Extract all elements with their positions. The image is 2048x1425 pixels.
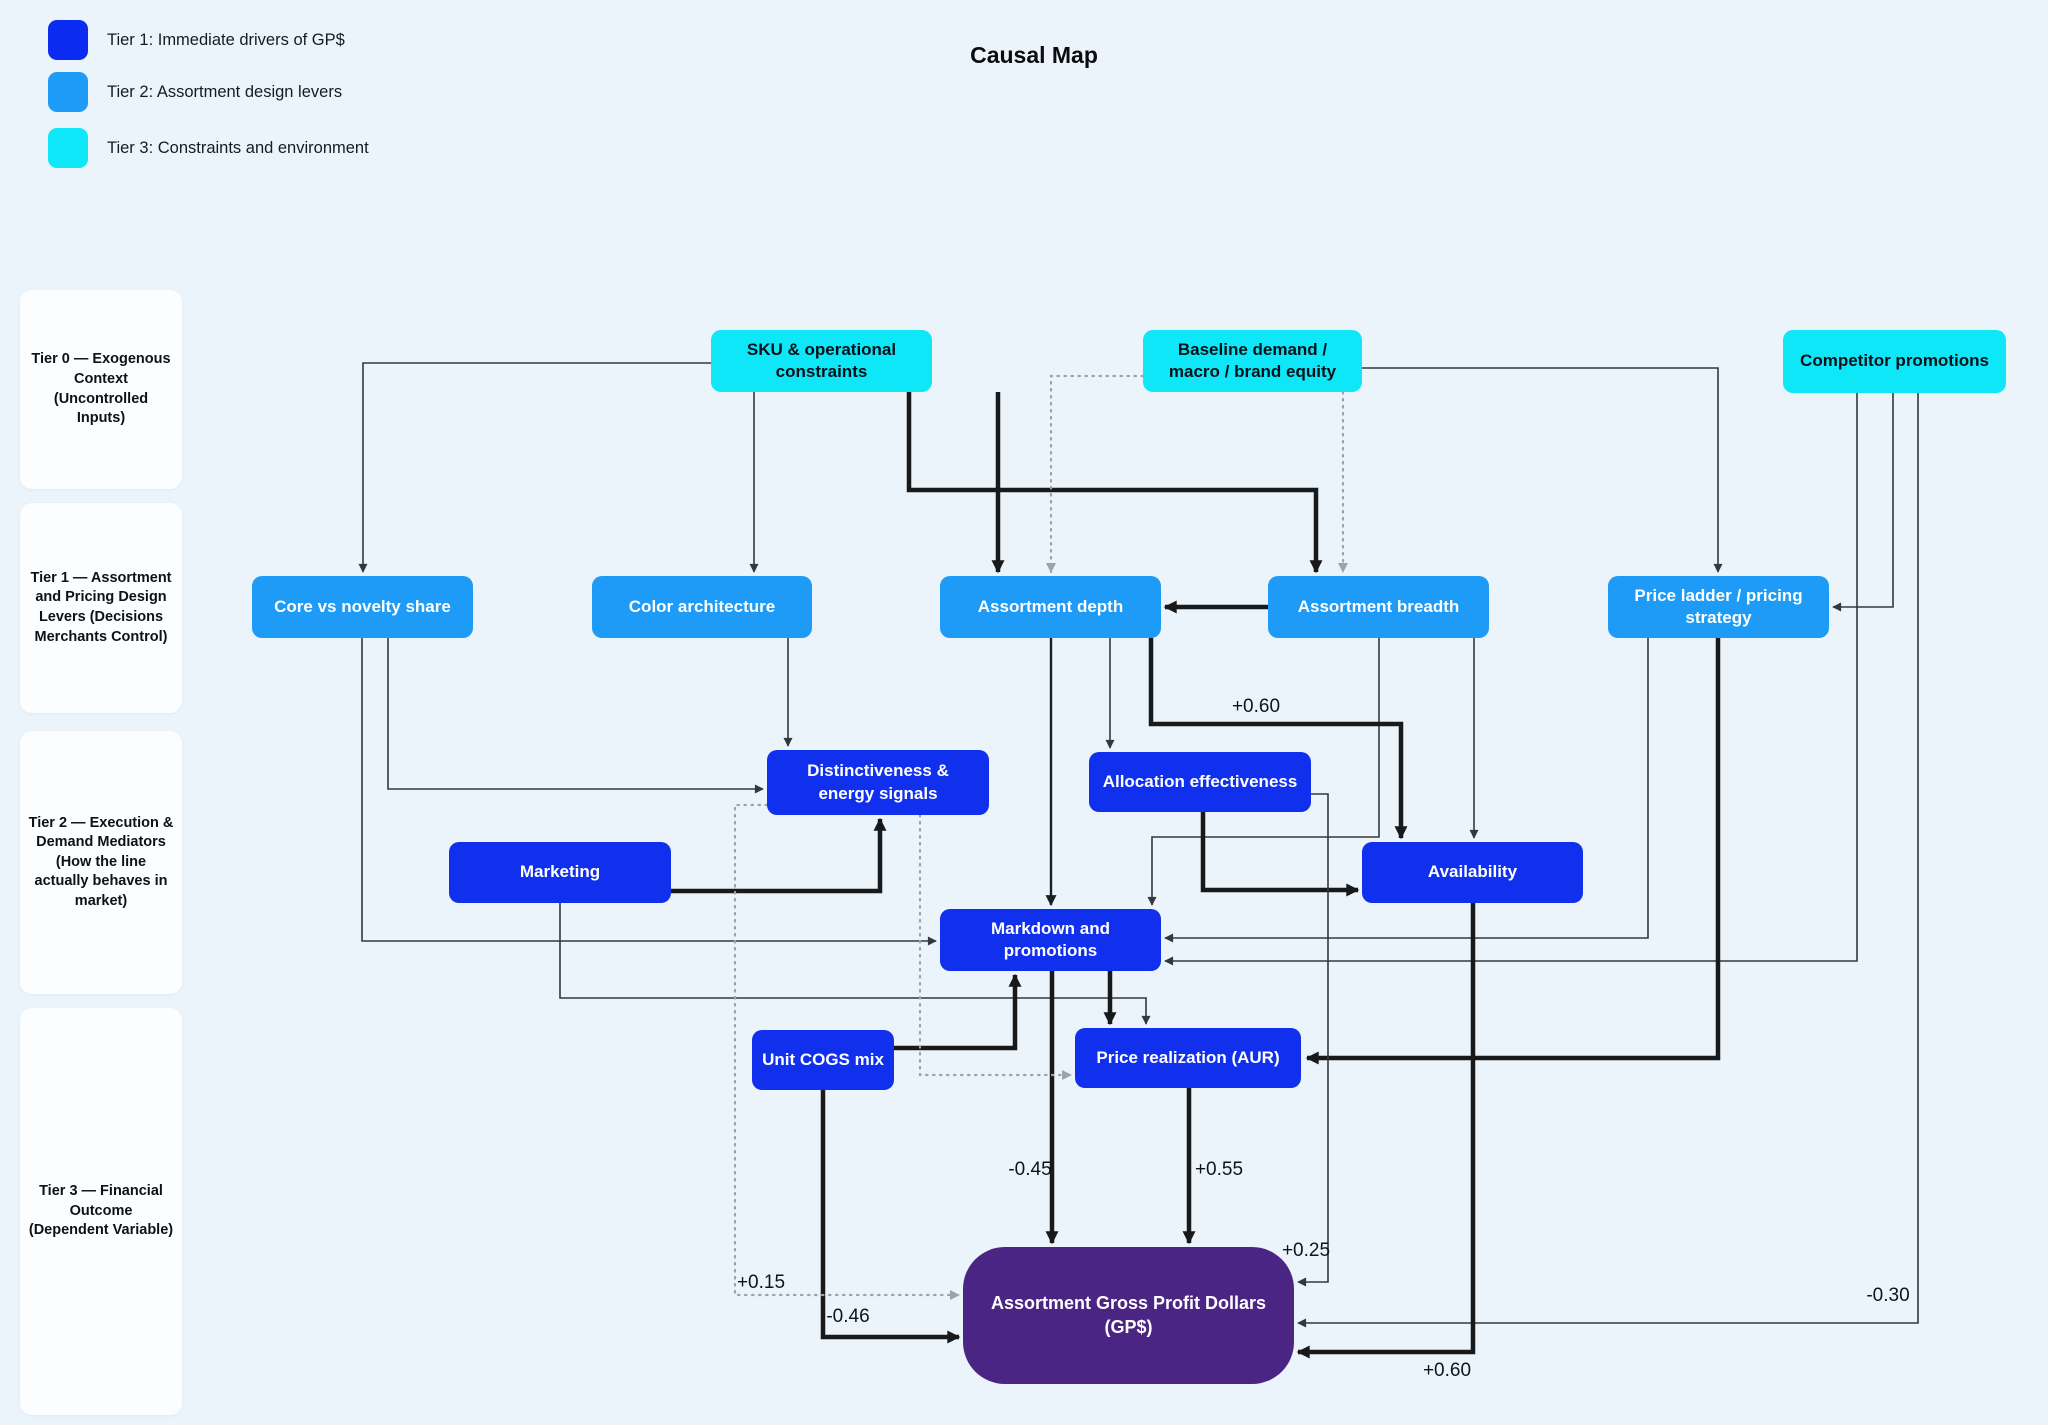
edge-label-depth-availability: +0.60 [1231,696,1281,717]
edge-sku-breadth [906,392,1323,574]
tier1-label-box: Tier 1 — Assortment and Pricing Design L… [20,503,182,713]
node-breadth-label: Assortment breadth [1297,596,1460,616]
edge-depth-availability [1148,638,1408,840]
node-depth-label: Assortment depth [977,596,1124,616]
edge-price-ladder-aur [1305,638,1721,1065]
tier3-color-swatch [48,128,88,168]
node-marketing-label: Marketing [519,862,601,882]
node-price-ladder-pricing-strategy[interactable]: Price ladder / pricing strategy [1608,576,1829,638]
tier0-label: Tier 0 — Exogenous Context (Uncontrolled… [31,351,171,427]
node-marketing[interactable]: Marketing [449,842,671,903]
page-title: Causal Map [970,42,1098,68]
edge-label-availability-gpd: +0.60 [1422,1360,1472,1381]
node-core-vs-novelty-share[interactable]: Core vs novelty share [252,576,473,638]
node-assortment-breadth[interactable]: Assortment breadth [1268,576,1489,638]
edge-allocation-gpd [1297,793,1329,1287]
edge-distinctiveness-gpd [733,803,961,1300]
tier2-label-box: Tier 2 — Execution & Demand Mediators (H… [20,731,182,994]
tier1-label: Tier 1 — Assortment and Pricing Design L… [30,569,172,645]
edge-cogs-markdown [894,973,1022,1051]
node-baseline-demand[interactable]: Baseline demand / macro / brand equity [1143,330,1362,392]
edge-competitor-markdown [1164,393,1858,966]
node-sku-operational-constraints[interactable]: SKU & operational constraints [711,330,932,392]
legend-label-tier1: Tier 1: Immediate drivers of GP$ [107,30,345,49]
node-allocation-effectiveness[interactable]: Allocation effectiveness [1089,752,1311,812]
edge-cogs-gpd [820,1090,961,1344]
edge-label-cogs-gpd: -0.46 [826,1306,870,1327]
node-core-label: Core vs novelty share [274,596,451,616]
node-distinctiveness-energy-signals[interactable]: Distinctiveness & energy signals [767,750,989,815]
tier3-label: Tier 3 — Financial Outcome (Dependent Va… [28,1183,174,1239]
edge-label-distinctiveness-gpd: +0.15 [736,1272,786,1293]
edge-allocation-availability [1200,812,1360,897]
legend-label-tier2: Tier 2: Assortment design levers [107,82,343,101]
node-distinctiveness-label: Distinctiveness & energy signals [807,761,949,803]
edge-marketing-distinctiveness [671,817,887,894]
tier1-color-swatch [48,20,88,60]
node-gpd-label: Assortment Gross Profit Dollars (GP$) [990,1293,1267,1337]
edge-baseline-depth [1046,374,1145,574]
edge-core-distinctiveness [387,638,764,794]
edge-competitor-price-ladder [1832,393,1894,612]
legend-item-tier1: Tier 1: Immediate drivers of GP$ [48,20,345,60]
node-markdown-and-promotions[interactable]: Markdown and promotions [940,909,1161,971]
tier0-label-box: Tier 0 — Exogenous Context (Uncontrolled… [20,290,182,489]
node-availability[interactable]: Availability [1362,842,1583,903]
edge-label-competitor-gpd: -0.30 [1866,1285,1910,1306]
node-allocation-label: Allocation effectiveness [1102,771,1298,791]
node-color-architecture[interactable]: Color architecture [592,576,812,638]
node-color-architecture-label: Color architecture [628,596,776,616]
edge-marketing-aur [559,903,1151,1025]
edge-baseline-price-ladder [1362,367,1723,573]
node-price-realization-label: Price realization (AUR) [1096,1047,1280,1067]
legend-item-tier2: Tier 2: Assortment design levers [48,72,342,112]
edge-price-ladder-markdown [1164,638,1649,943]
node-price-ladder-label: Price ladder / pricing strategy [1634,585,1803,627]
edge-sku-core [358,362,711,573]
node-price-realization-aur[interactable]: Price realization (AUR) [1075,1028,1301,1088]
tier2-color-swatch [48,72,88,112]
edge-core-markdown [361,638,937,946]
node-unit-cogs-label: Unit COGS mix [762,1049,884,1069]
tier3-label-box: Tier 3 — Financial Outcome (Dependent Va… [20,1008,182,1415]
legend-item-tier3: Tier 3: Constraints and environment [48,128,369,168]
node-availability-label: Availability [1427,862,1518,882]
edge-label-markdown-gpd: -0.45 [1008,1159,1052,1180]
node-assortment-gross-profit-dollars[interactable]: Assortment Gross Profit Dollars (GP$) [963,1247,1294,1384]
edge-label-allocation-gpd: +0.25 [1281,1240,1331,1261]
node-competitor-label: Competitor promotions [1800,351,1989,371]
node-unit-cogs-mix[interactable]: Unit COGS mix [752,1030,894,1090]
node-sku-label: SKU & operational constraints [746,339,897,381]
edge-breadth-markdown [1147,638,1380,906]
node-markdown-label: Markdown and promotions [990,918,1110,960]
node-assortment-depth[interactable]: Assortment depth [940,576,1161,638]
edge-label-aur-gpd: +0.55 [1194,1159,1244,1180]
edge-competitor-gpd [1297,393,1919,1328]
tier2-label: Tier 2 — Execution & Demand Mediators (H… [28,814,174,909]
edge-distinctiveness-aur [918,813,1073,1080]
edge-availability-gpd [1296,903,1476,1359]
node-competitor-promotions[interactable]: Competitor promotions [1783,330,2006,393]
node-baseline-label: Baseline demand / macro / brand equity [1168,339,1337,381]
legend-label-tier3: Tier 3: Constraints and environment [107,138,369,157]
